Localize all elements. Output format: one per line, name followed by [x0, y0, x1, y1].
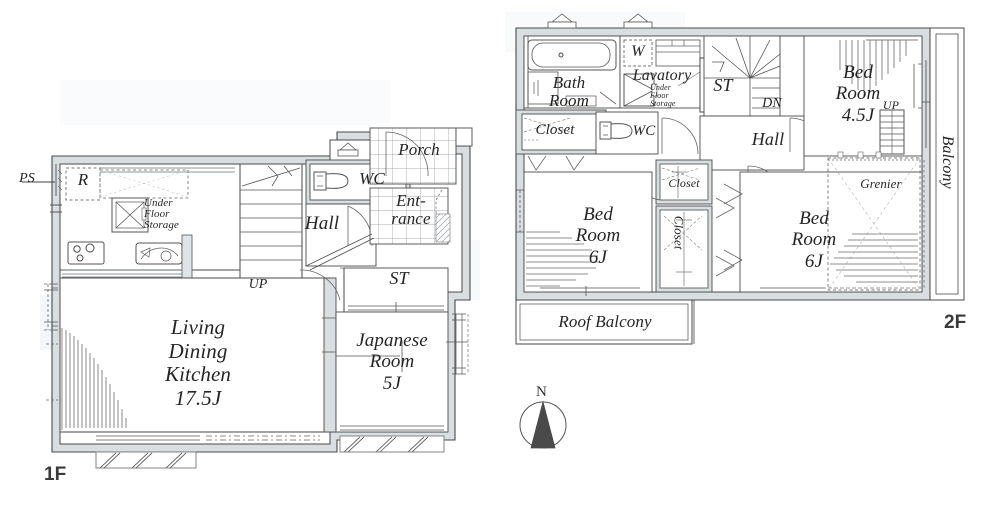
label-balcony: Balcony — [939, 135, 957, 189]
label-hall-2f: Hall — [751, 129, 785, 149]
f1-ldk — [44, 277, 338, 469]
label-wc-1f: WC — [359, 169, 385, 188]
label-lavatory: Lavatory — [632, 67, 692, 84]
f1-st — [343, 267, 449, 314]
label-entrance: Ent- rance — [391, 191, 431, 228]
label-closet-small: Closet — [668, 176, 700, 190]
label-bed-room-6-right: Bed Room 6J — [791, 208, 837, 272]
compass-north-label: N — [536, 384, 547, 400]
label-closet-left: Closet — [535, 122, 575, 138]
f2-roof-balcony — [515, 299, 695, 345]
label-japanese-room: Japanese Room 5J — [356, 330, 428, 394]
label-under-floor-storage-1f: Under Floor Storage — [144, 197, 179, 231]
f2-balcony — [922, 27, 965, 301]
f1-japanese-room — [335, 311, 469, 453]
f1-hall — [299, 203, 377, 301]
paper-wash — [60, 80, 390, 125]
label-grenier: Grenier — [860, 176, 902, 191]
label-bed-room-45: Bed Room 4.5J — [835, 62, 881, 126]
f2-closets-center — [639, 159, 735, 293]
compass-rose — [519, 400, 567, 449]
label-washer: W — [631, 43, 645, 60]
label-st-1f: ST — [389, 268, 409, 288]
f2-bath — [523, 13, 621, 109]
floor-tag-2f: 2F — [944, 312, 967, 333]
label-refrigerator: R — [77, 170, 89, 189]
label-under-floor-storage-2f: Under Floor Storage — [650, 83, 676, 108]
label-ps: PS — [19, 171, 35, 186]
f2-stairs-dn — [703, 35, 781, 117]
label-bed-room-6-left: Bed Room 6J — [575, 204, 621, 268]
label-closet-vertical: Closet — [671, 215, 687, 250]
f1-entrance — [305, 187, 451, 271]
label-st-2f: ST — [713, 75, 733, 95]
f2-closet-wc — [515, 109, 699, 171]
label-hall-1f: Hall — [304, 213, 340, 234]
label-roof-balcony: Roof Balcony — [558, 312, 652, 331]
floor-tag-1f: 1F — [44, 464, 67, 485]
label-stairs-up-2f: UP — [882, 98, 900, 112]
f2-bed6-left — [516, 171, 653, 296]
f2-bed6-right — [723, 151, 923, 293]
label-porch: Porch — [398, 140, 440, 159]
f1-stairs-up — [239, 163, 303, 279]
label-bath-room: Bath Room — [548, 73, 590, 111]
f2-bed45 — [803, 35, 923, 157]
f1-kitchen — [22, 163, 241, 282]
f2-lavatory — [619, 13, 707, 109]
label-wc-2f: WC — [632, 123, 656, 139]
label-ldk: Living Dining Kitchen 17.5J — [164, 315, 232, 411]
f1-porch — [369, 127, 473, 185]
label-stairs-up-1f: UP — [248, 277, 268, 292]
label-stairs-dn-2f: DN — [762, 96, 782, 111]
